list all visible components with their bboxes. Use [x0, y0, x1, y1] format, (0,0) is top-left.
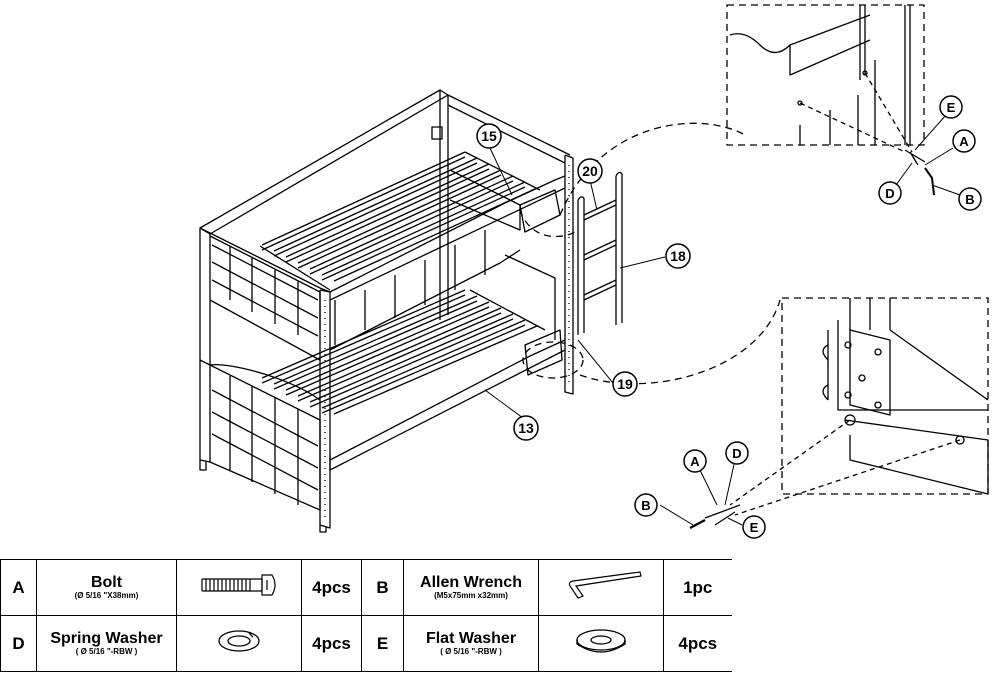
part-qty: 4pcs: [663, 615, 732, 672]
table-row: A Bolt (Ø 5/16 "X38mm) 4pcs B Allen Wren…: [0, 559, 732, 616]
top-callout-e: E: [939, 95, 963, 119]
ladder: [577, 171, 623, 335]
left-headboard: [199, 227, 331, 511]
part-image-cell: [176, 559, 302, 616]
callout-18-label: 18: [670, 248, 686, 264]
svg-text:E: E: [750, 520, 759, 535]
bottom-callout-e: E: [742, 515, 766, 539]
allen-wrench-icon: [568, 571, 642, 599]
part-image-cell: [538, 559, 664, 616]
svg-text:B: B: [641, 498, 650, 513]
part-letter: A: [0, 559, 37, 616]
hardware-parts-table: A Bolt (Ø 5/16 "X38mm) 4pcs B Allen Wren…: [0, 559, 732, 672]
bottom-callout-d: D: [725, 441, 749, 465]
svg-text:D: D: [885, 186, 894, 201]
callout-20-label: 20: [582, 163, 598, 179]
spring-washer-icon: [218, 630, 260, 652]
table-row: D Spring Washer ( Ø 5/16 "-RBW ) 4pcs E …: [0, 615, 732, 672]
top-callout-b: B: [958, 187, 982, 211]
upper-slats: [259, 151, 541, 291]
front-posts: [199, 154, 574, 533]
callout-15-label: 15: [481, 128, 497, 144]
bottom-callout-b: B: [634, 493, 658, 517]
callout-13-label: 13: [518, 420, 534, 436]
bunk-bed-frame: [199, 89, 781, 533]
part-spec: (M5x75mm x32mm): [434, 591, 508, 600]
part-name-cell: Bolt (Ø 5/16 "X38mm): [36, 559, 177, 616]
bolt-icon: [201, 574, 276, 596]
svg-text:B: B: [965, 192, 974, 207]
part-name: Allen Wrench: [420, 574, 522, 591]
callout-19-label: 19: [617, 376, 633, 392]
part-letter: B: [361, 559, 404, 616]
part-spec: ( Ø 5/16 "-RBW ): [75, 647, 138, 656]
part-spec: (Ø 5/16 "X38mm): [74, 591, 139, 600]
part-name-cell: Spring Washer ( Ø 5/16 "-RBW ): [36, 615, 177, 672]
part-qty: 1pc: [663, 559, 732, 616]
part-name: Spring Washer: [50, 630, 163, 647]
callout-19: 19: [612, 371, 638, 397]
callout-13: 13: [513, 415, 539, 441]
part-qty: 4pcs: [301, 615, 362, 672]
bottom-detail-view: [689, 297, 989, 529]
svg-text:E: E: [947, 100, 956, 115]
flat-washer-icon: [576, 629, 626, 653]
top-callout-a: A: [952, 129, 976, 153]
part-spec: ( Ø 5/16 "-RBW ): [440, 647, 502, 656]
part-image-cell: [176, 615, 302, 672]
svg-text:A: A: [690, 454, 700, 469]
part-name: Bolt: [90, 574, 123, 591]
part-letter: D: [0, 615, 37, 672]
svg-text:A: A: [959, 134, 969, 149]
part-name: Flat Washer: [425, 630, 517, 647]
callout-18: 18: [665, 243, 691, 269]
top-detail-view: [726, 4, 935, 196]
part-image-cell: [538, 615, 664, 672]
svg-text:D: D: [732, 446, 741, 461]
bottom-callout-a: A: [683, 449, 707, 473]
callout-15: 15: [476, 123, 502, 149]
part-name-cell: Flat Washer ( Ø 5/16 "-RBW ): [403, 615, 539, 672]
part-qty: 4pcs: [301, 559, 362, 616]
top-callout-d: D: [878, 181, 902, 205]
part-name-cell: Allen Wrench (M5x75mm x32mm): [403, 559, 539, 616]
part-letter: E: [361, 615, 404, 672]
lower-bunk: [261, 254, 566, 471]
callout-20: 20: [577, 158, 603, 184]
